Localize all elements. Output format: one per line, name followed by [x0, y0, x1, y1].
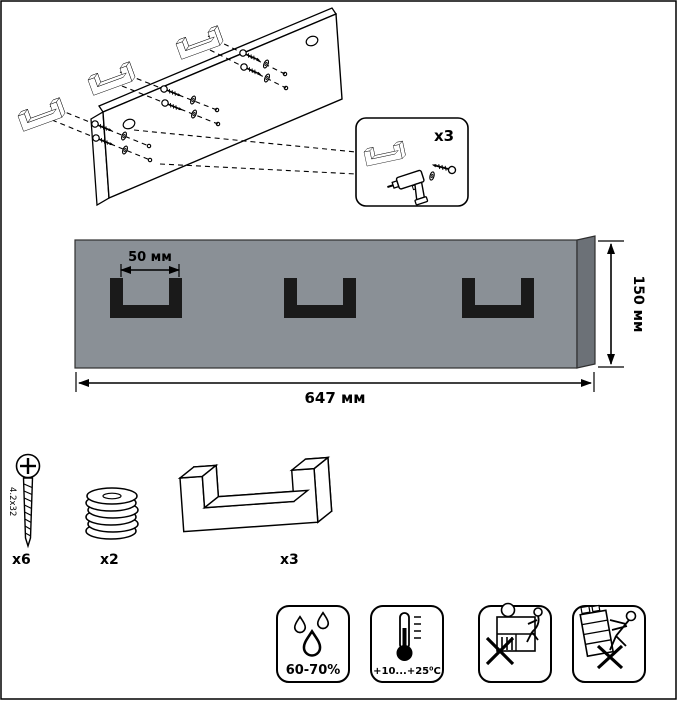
temperature-label: +10...+25⁰C	[373, 666, 441, 677]
panel-face	[74, 239, 578, 369]
dimension-offset-label: 50 мм	[128, 250, 172, 265]
humidity-icon-box: 60-70%	[276, 605, 350, 683]
exploded-assembly-view: x3	[16, 7, 469, 213]
dimension-offset: 50 мм	[120, 250, 180, 277]
dimension-width-label: 647 мм	[304, 389, 365, 407]
screw-size-label: 4.2x32	[7, 487, 17, 516]
callout-detail: x3	[355, 117, 469, 213]
hook-count-label: x3	[280, 552, 299, 568]
callout-box	[355, 117, 469, 207]
hook-icon	[16, 97, 67, 132]
washer-count-label: x2	[100, 552, 119, 568]
parts-list: 4.2x32 x6 x2 x3	[7, 453, 334, 568]
callout-count-label: x3	[434, 127, 454, 145]
thermometer-icon	[396, 612, 421, 661]
dimension-height: 150 мм	[598, 240, 646, 368]
washer-part	[85, 487, 139, 540]
humidity-label: 60-70%	[286, 663, 341, 678]
care-icons: 60-70% +10...+25⁰C	[276, 602, 646, 683]
board-isometric	[90, 7, 343, 207]
screw-count-label: x6	[12, 552, 31, 568]
mount-hole	[305, 35, 319, 47]
temperature-icon-box: +10...+25⁰C	[370, 605, 444, 683]
no-climbing-icon	[478, 602, 552, 683]
dimension-width: 647 мм	[75, 372, 595, 407]
dimension-height-label: 150 мм	[630, 276, 646, 333]
assembly-leader-lines	[49, 35, 357, 175]
screw-part	[15, 453, 41, 549]
mount-hole	[122, 118, 136, 130]
hook-icon	[174, 25, 225, 60]
panel-front-view: 50 мм 150 мм 647 мм	[74, 235, 646, 407]
panel-edge	[576, 235, 596, 369]
hook-icon	[86, 61, 137, 96]
no-tipping-icon	[572, 604, 646, 683]
hook-part	[178, 456, 334, 533]
